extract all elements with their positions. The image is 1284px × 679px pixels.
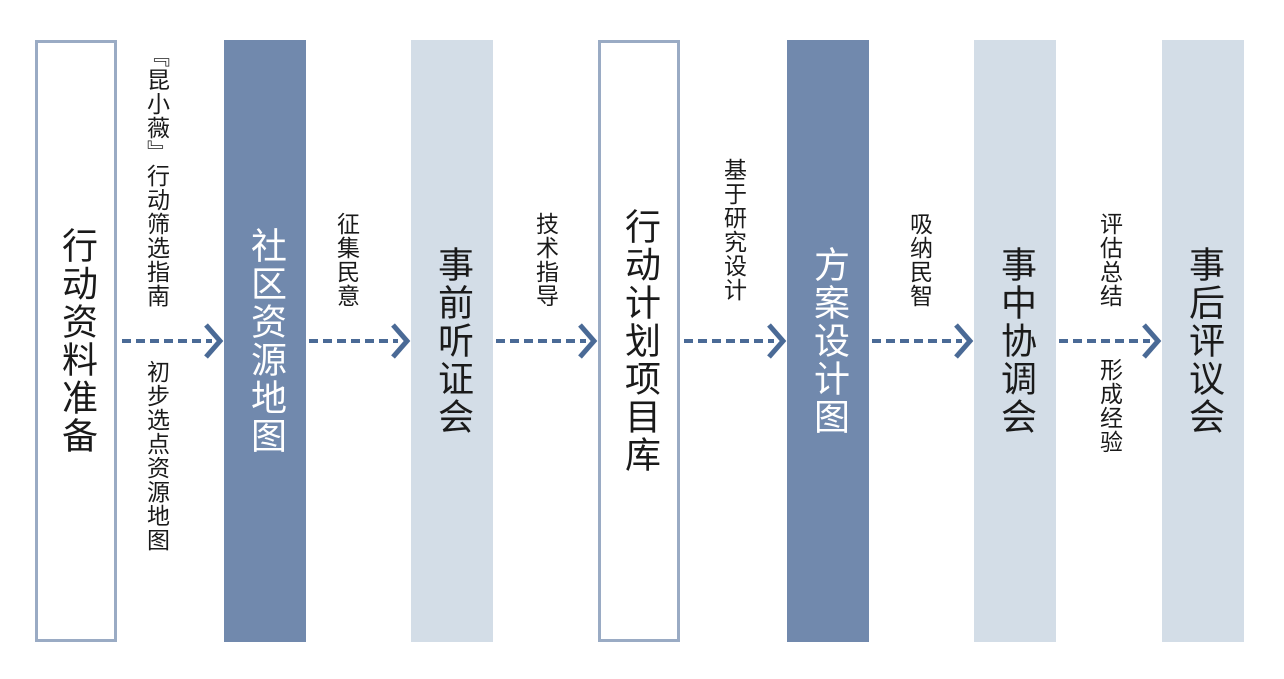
- connector-label: 初步选点资源地图: [142, 360, 169, 552]
- step-post-review-meeting: 事后评议会: [1162, 40, 1244, 642]
- connector-4-label-above: 基于研究设计: [717, 158, 747, 302]
- connector-arrow-5: [872, 323, 974, 359]
- connector-arrow-6: [1059, 323, 1162, 359]
- step-label: 行动计划项目库: [619, 208, 660, 474]
- step-label: 方案设计图: [808, 246, 849, 436]
- step-design-plan: 方案设计图: [787, 40, 869, 642]
- step-label: 事前听证会: [432, 246, 473, 436]
- connector-arrow-2: [309, 323, 411, 359]
- connector-label: 吸纳民智: [905, 212, 932, 308]
- step-coordination-meeting: 事中协调会: [974, 40, 1056, 642]
- step-action-materials-prep: 行动资料准备: [35, 40, 117, 642]
- connector-5-label-above: 吸纳民智: [903, 212, 933, 308]
- connector-1-label-below: 初步选点资源地图: [140, 360, 170, 552]
- connector-1-label-above: 『昆小薇』行动筛选指南: [140, 44, 170, 308]
- connector-label: 征集民意: [332, 212, 359, 308]
- connector-label: 技术指导: [531, 212, 558, 308]
- connector-6-label-below: 形成经验: [1093, 358, 1123, 454]
- step-community-resource-map: 社区资源地图: [224, 40, 306, 642]
- connector-3-label-above: 技术指导: [529, 212, 559, 308]
- connector-label: 『昆小薇』行动筛选指南: [142, 44, 169, 308]
- connector-arrow-1: [122, 323, 224, 359]
- step-pre-hearing: 事前听证会: [411, 40, 493, 642]
- step-action-plan-library: 行动计划项目库: [598, 40, 680, 642]
- connector-arrow-3: [496, 323, 598, 359]
- step-label: 行动资料准备: [56, 227, 97, 455]
- connector-label: 评估总结: [1095, 212, 1122, 308]
- connector-6-label-above: 评估总结: [1093, 212, 1123, 308]
- step-label: 事中协调会: [995, 246, 1036, 436]
- connector-arrow-4: [684, 323, 787, 359]
- step-label: 事后评议会: [1183, 246, 1224, 436]
- connector-label: 形成经验: [1095, 358, 1122, 454]
- step-label: 社区资源地图: [245, 227, 286, 455]
- connector-2-label-above: 征集民意: [330, 212, 360, 308]
- connector-label: 基于研究设计: [719, 158, 746, 302]
